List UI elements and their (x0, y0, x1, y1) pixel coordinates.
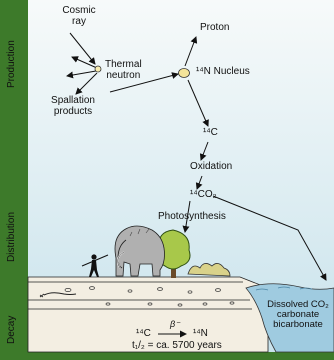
label-14c: ¹⁴C (203, 128, 218, 139)
label-14n-nucleus: ¹⁴N Nucleus (196, 67, 250, 78)
nucleus-dot (179, 69, 190, 78)
label-beta: β⁻ (170, 320, 180, 329)
label-oxidation: Oxidation (190, 162, 232, 173)
label-proton: Proton (200, 23, 229, 34)
label-half-life: t₁/₂ = ca. 5700 years (132, 341, 222, 352)
label-photosynthesis: Photosynthesis (158, 212, 226, 223)
label-thermal-neutron: Thermal neutron (105, 60, 142, 81)
side-label-distribution: Distribution (6, 212, 17, 262)
side-label-production: Production (6, 40, 17, 88)
side-label-decay: Decay (6, 316, 17, 344)
label-dissolved: Dissolved CO₂ carbonate bicarbonate (262, 300, 334, 330)
label-decay-from: ¹⁴C (136, 329, 151, 340)
label-cosmic-ray: Cosmic ray (54, 6, 104, 27)
label-spallation-products: Spallation products (38, 96, 108, 117)
neutron-dot (95, 66, 101, 72)
label-14co2: ¹⁴CO₂ (190, 190, 217, 201)
label-decay-to: ¹⁴N (193, 329, 208, 340)
